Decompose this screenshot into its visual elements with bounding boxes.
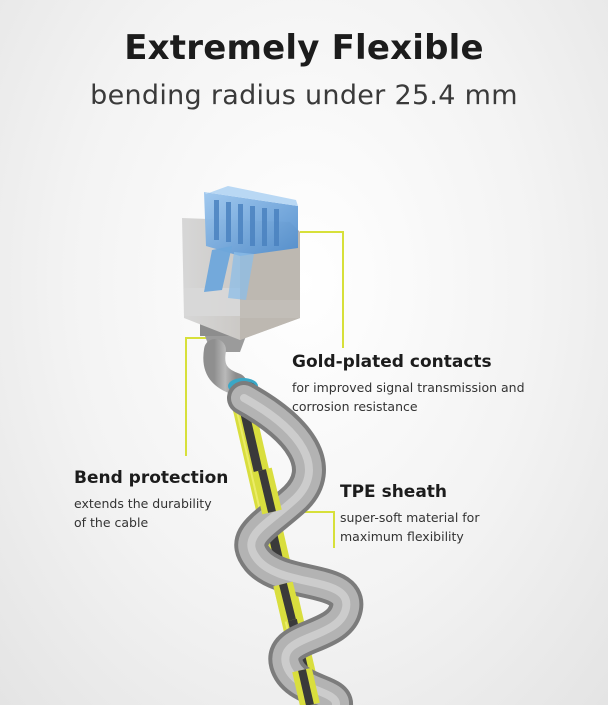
rj45-connector bbox=[182, 186, 300, 340]
callout-heading: Bend protection bbox=[74, 468, 229, 488]
callout-description: extends the durability of the cable bbox=[74, 496, 212, 530]
sheath-upper bbox=[203, 339, 247, 395]
callout-description: super-soft material for maximum flexibil… bbox=[340, 510, 480, 544]
callout-bend-protection: Bend protection extends the durability o… bbox=[74, 468, 244, 532]
callout-description: for improved signal transmission and cor… bbox=[292, 380, 525, 414]
spiral-sheath bbox=[227, 381, 364, 705]
callout-tpe-sheath: TPE sheath super-soft material for maxim… bbox=[340, 482, 540, 546]
headline: Extremely Flexible bbox=[124, 28, 484, 68]
subheadline: bending radius under 25.4 mm bbox=[90, 80, 518, 111]
callout-heading: TPE sheath bbox=[340, 482, 448, 502]
inner-conductor-front bbox=[252, 467, 320, 705]
callout-gold-plated-contacts: Gold-plated contacts for improved signal… bbox=[292, 352, 562, 416]
callout-heading: Gold-plated contacts bbox=[292, 352, 492, 372]
